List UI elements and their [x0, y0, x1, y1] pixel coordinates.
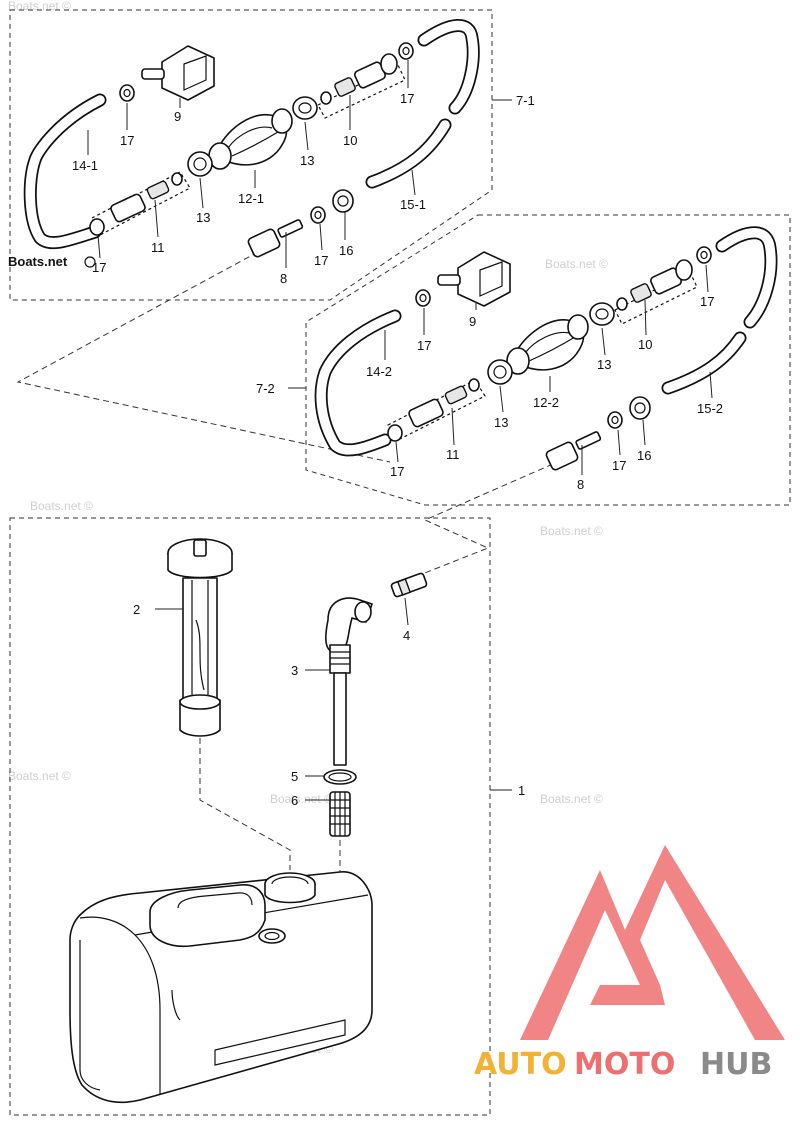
label-2: 2: [133, 602, 140, 617]
label-17: 17: [700, 294, 714, 309]
fitting-10: [317, 53, 406, 119]
watermark: Boats.net ©: [540, 524, 603, 538]
tank-parts: [69, 538, 428, 1104]
label-12-2: 12-2: [533, 395, 559, 410]
watermark-bold: Boats.net: [8, 254, 68, 269]
label-16: 16: [339, 243, 353, 258]
leaders-tank: [155, 597, 512, 801]
pickup-tube-3: [325, 597, 373, 766]
label-17: 17: [390, 464, 404, 479]
labels-7-1: 9 17 14-1 12-1 13 13 10 17 7-1 15-1 11 1…: [8, 91, 535, 286]
label-6: 6: [291, 793, 298, 808]
tank-box-1: [9, 517, 491, 1116]
primer-bulb-12-1: [208, 108, 293, 170]
label-5: 5: [291, 769, 298, 784]
label-3: 3: [291, 663, 298, 678]
label-11: 11: [446, 447, 460, 462]
label-17: 17: [314, 253, 328, 268]
fitting-4: [390, 572, 428, 598]
fuel-tank-1: [69, 871, 373, 1104]
watermark: Boats.net ©: [8, 0, 71, 13]
connector-9: [141, 45, 215, 101]
label-13: 13: [597, 357, 611, 372]
watermark: Boats.net ©: [270, 792, 333, 806]
connector-9: [437, 251, 511, 307]
labels-tank: 2 4 3 5 6 1: [133, 602, 525, 808]
watermark: Boats.net ©: [545, 257, 608, 271]
watermark: Boats.net ©: [30, 499, 93, 513]
label-17: 17: [92, 260, 106, 275]
label-7-1: 7-1: [516, 93, 535, 108]
watermark: Boats.net ©: [540, 792, 603, 806]
label-9: 9: [469, 314, 476, 329]
primer-bulb-12-2: [506, 314, 589, 375]
label-13: 13: [300, 153, 314, 168]
kit-box-7-1: [9, 9, 493, 301]
label-8: 8: [280, 271, 287, 286]
label-14-2: 14-2: [366, 364, 392, 379]
logo-text-auto: AUTO: [474, 1047, 567, 1082]
watermark: Boats.net ©: [8, 769, 71, 783]
label-7-2: 7-2: [256, 381, 275, 396]
fitting-8: [545, 431, 602, 471]
fitting-10: [614, 259, 698, 325]
logo-triangle-mark: [520, 845, 785, 1040]
label-13: 13: [494, 415, 508, 430]
kit-box-7-2: [305, 214, 791, 506]
label-15-2: 15-2: [697, 401, 723, 416]
label-17: 17: [612, 458, 626, 473]
leaders-7-2: [288, 264, 713, 475]
logo-text-moto: MOTO: [574, 1047, 675, 1082]
label-17: 17: [400, 91, 414, 106]
fitting-11: [387, 378, 486, 442]
tank-connector: [411, 459, 563, 579]
label-16: 16: [637, 448, 651, 463]
kit-connector: [16, 251, 391, 463]
label-10: 10: [638, 337, 652, 352]
label-13: 13: [196, 210, 210, 225]
label-9: 9: [174, 109, 181, 124]
label-8: 8: [577, 477, 584, 492]
filter-6: [329, 791, 351, 837]
label-12-1: 12-1: [238, 191, 264, 206]
label-4: 4: [403, 628, 410, 643]
fitting-11: [89, 171, 191, 236]
fuel-gauge-2: [167, 538, 233, 737]
label-17: 17: [120, 133, 134, 148]
label-10: 10: [343, 133, 357, 148]
label-17: 17: [417, 338, 431, 353]
logo-text-hub: HUB: [700, 1047, 772, 1082]
label-14-1: 14-1: [72, 158, 98, 173]
fitting-8: [247, 219, 304, 258]
label-15-1: 15-1: [400, 197, 426, 212]
kit-7-2-parts: [314, 226, 778, 471]
labels-7-2: 9 17 14-2 12-2 13 13 10 17 7-2 15-2 11 1…: [256, 294, 723, 492]
kit-7-1-parts: [23, 19, 480, 258]
leaders-7-1: [87, 60, 512, 268]
automotohub-logo: AUTO MOTO HUB: [474, 845, 785, 1082]
label-11: 11: [151, 240, 165, 255]
label-1: 1: [518, 783, 525, 798]
